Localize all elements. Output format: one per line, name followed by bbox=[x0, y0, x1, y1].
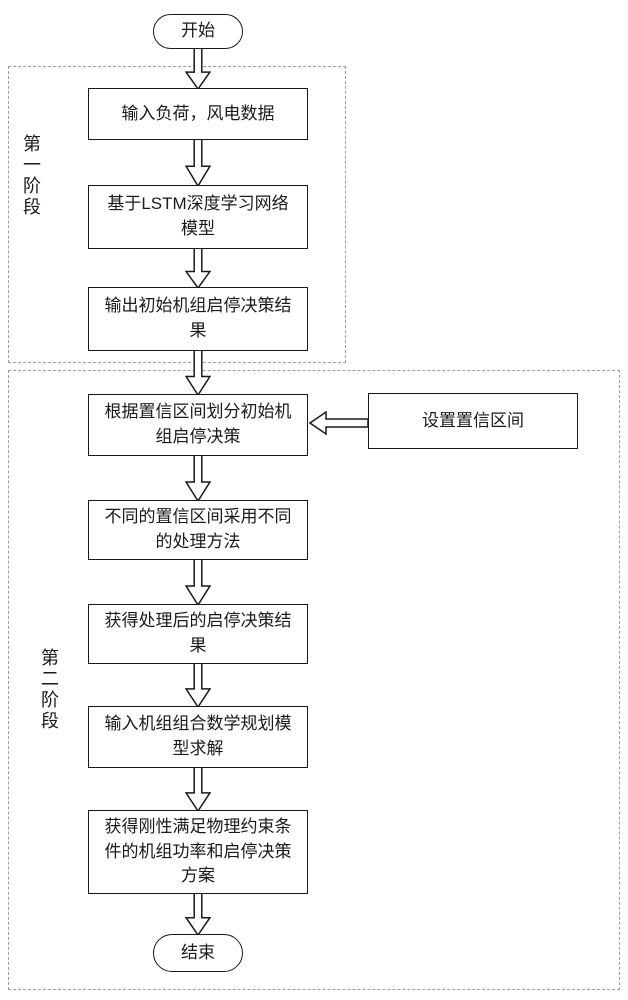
start-node: 开始 bbox=[153, 14, 243, 49]
final-scheme-box: 获得刚性满足物理约束条件的机组功率和启停决策方案 bbox=[88, 810, 308, 894]
arrow-down-icon bbox=[185, 455, 211, 501]
stage2-label: 第二阶段 bbox=[39, 648, 59, 732]
processing-method-box: 不同的置信区间采用不同的处理方法 bbox=[88, 500, 308, 560]
arrow-down-icon bbox=[185, 893, 211, 935]
arrow-down-icon bbox=[185, 767, 211, 811]
initial-decision-output-box: 输出初始机组启停决策结果 bbox=[88, 287, 308, 351]
set-confidence-interval-box: 设置置信区间 bbox=[368, 393, 578, 449]
arrow-left-icon bbox=[309, 410, 369, 436]
stage1-label: 第一阶段 bbox=[21, 134, 41, 218]
confidence-partition-box: 根据置信区间划分初始机组启停决策 bbox=[88, 394, 308, 456]
stage1-dashed-container bbox=[8, 66, 346, 363]
end-node: 结束 bbox=[153, 934, 243, 972]
arrow-down-icon bbox=[185, 559, 211, 605]
arrow-down-icon bbox=[185, 48, 211, 89]
processed-decision-box: 获得处理后的启停决策结果 bbox=[88, 604, 308, 664]
arrow-down-icon bbox=[185, 350, 211, 395]
lstm-model-box: 基于LSTM深度学习网络模型 bbox=[88, 185, 308, 249]
input-data-box: 输入负荷，风电数据 bbox=[88, 88, 308, 140]
optimization-model-box: 输入机组组合数学规划模型求解 bbox=[88, 706, 308, 768]
arrow-down-icon bbox=[185, 138, 211, 186]
arrow-down-icon bbox=[185, 248, 211, 288]
stage2-dashed-container bbox=[8, 370, 620, 990]
arrow-down-icon bbox=[185, 663, 211, 707]
